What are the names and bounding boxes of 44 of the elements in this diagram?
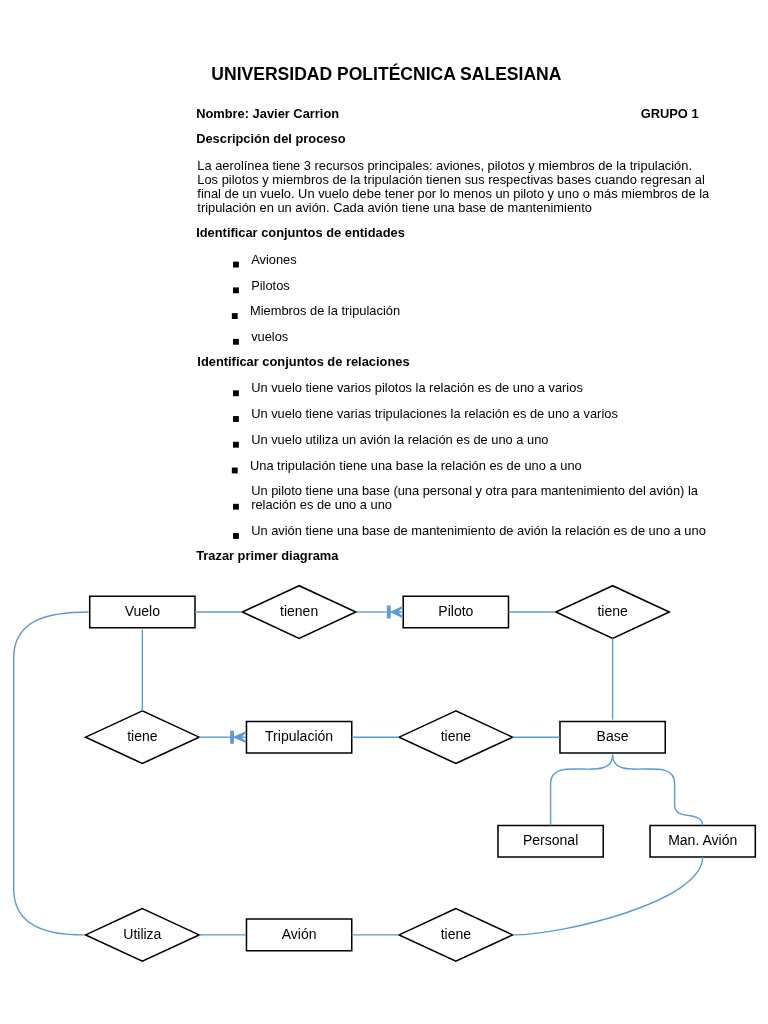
- node-box: Vuelo: [88, 595, 196, 629]
- connector: [507, 611, 556, 613]
- node-diamond: tiene: [553, 584, 671, 640]
- label: Descripción del proceso: [195, 131, 346, 147]
- node-diamond: tienen: [240, 584, 358, 640]
- node-diamond: tiene: [396, 710, 514, 765]
- diagram-title: UNIVERSIDAD POLITÉCNICA SALESIANA: [210, 64, 561, 85]
- node-box: Tripulación: [245, 720, 352, 754]
- connector: [350, 934, 400, 936]
- label: Un vuelo tiene varios pilotos la relación es de uno a varios: [250, 380, 583, 396]
- connector: [513, 856, 703, 936]
- label: Una tripulación tiene una base la relación es de uno a uno: [249, 457, 582, 473]
- label: Pilotos: [250, 277, 290, 293]
- connector: [511, 736, 560, 738]
- connector: [12, 611, 89, 936]
- node-box: Personal: [496, 824, 604, 858]
- node-box: Base: [558, 720, 666, 754]
- connector: [193, 611, 243, 613]
- label: Un vuelo utiliza un avión la relación es de uno a uno: [250, 431, 549, 447]
- label: La aerolínea tiene 3 recursos principales: aviones, pilotos y miembros de la tripulación. Los pilotos y miembros de la tripulación tienen sus respectivas bases cuando regresan al final de un vuelo. Un vuelo debe tener por lo menos un piloto y uno o más miembros de la tripulación en un avión. Cada avión tiene una base de mantenimiento: [196, 158, 709, 216]
- label: Trazar primer diagrama: [195, 547, 338, 563]
- connector: [350, 736, 400, 738]
- node-box: Man. Avión: [648, 824, 756, 858]
- label: Un vuelo tiene varias tripulaciones la relación es de uno a varios: [250, 406, 618, 422]
- node-diamond: tiene: [83, 710, 201, 765]
- connector: [141, 628, 143, 712]
- label: Identificar conjuntos de entidades: [195, 224, 405, 240]
- connector: [611, 754, 703, 827]
- connector: [198, 934, 247, 936]
- label: GRUPO 1: [640, 105, 699, 121]
- node-diamond: Utiliza: [83, 907, 201, 963]
- node-box: Piloto: [401, 595, 509, 629]
- node-box: Avión: [245, 918, 352, 952]
- label: Nombre: Javier Carrion: [195, 105, 339, 121]
- connector: [198, 730, 247, 744]
- label: Un piloto tiene una base (una personal y otra para mantenimiento del avión) la relación es de uno a uno: [250, 483, 698, 513]
- label: Un avión tiene una base de mantenimiento de avión la relación es de uno a uno: [250, 523, 706, 539]
- connector: [611, 637, 613, 721]
- node-diamond: tiene: [396, 907, 514, 963]
- label: Miembros de la tripulación: [249, 303, 400, 319]
- label: Aviones: [250, 251, 297, 267]
- label: Identificar conjuntos de relaciones: [196, 353, 410, 369]
- connector: [354, 605, 404, 619]
- label: vuelos: [250, 328, 288, 344]
